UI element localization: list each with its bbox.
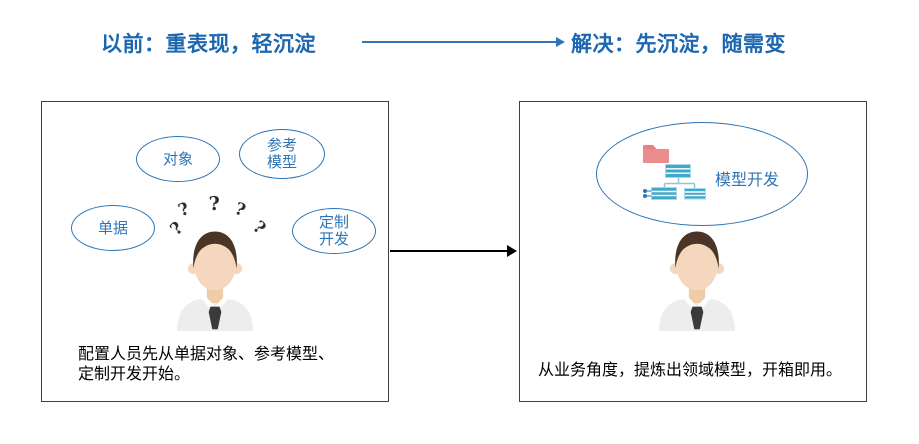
model-dev-label: 模型开发	[715, 170, 780, 189]
folder-icon	[643, 145, 657, 149]
person-avatar	[659, 231, 735, 331]
avatar-tie	[208, 306, 222, 330]
avatar-face	[194, 239, 236, 291]
after-panel: 模型开发 从业务角度，提炼出领域模型，开箱即用。	[519, 101, 867, 402]
avatar-collar	[684, 296, 710, 315]
question-mark-icon: ?	[208, 192, 221, 216]
tree-node-child	[651, 187, 677, 200]
bubble-object: 对象	[136, 136, 220, 182]
after-caption: 从业务角度，提炼出领域模型，开箱即用。	[538, 360, 843, 379]
model-dev-bubble	[596, 122, 808, 226]
person-avatar	[177, 231, 253, 331]
avatar-hair	[193, 231, 237, 269]
bubble-reference-line1: 参考	[266, 136, 297, 154]
transition-arrowhead-icon	[507, 245, 517, 257]
avatar-collar	[202, 296, 228, 315]
bubble-document-label: 单据	[97, 218, 128, 237]
tree-anchor-dots	[643, 189, 652, 198]
avatar-tie	[690, 306, 704, 330]
folder-icon	[643, 149, 669, 163]
question-mark-icon: ?	[175, 198, 193, 222]
bubble-reference-line2: 模型	[266, 153, 297, 171]
before-caption: 配置人员先从单据对象、参考模型、 定制开发开始。	[78, 344, 334, 384]
before-heading: 以前：重表现，轻沉淀	[101, 32, 316, 56]
before-caption-line1: 配置人员先从单据对象、参考模型、	[78, 344, 335, 363]
bubble-custom-line2: 开发	[318, 230, 349, 248]
avatar-face	[676, 239, 718, 291]
model-tree-icon	[643, 145, 706, 200]
bubble-document: 单据	[71, 205, 155, 251]
header-arrowhead-icon	[556, 37, 565, 47]
tree-node-child	[684, 188, 706, 200]
header-arrow	[362, 37, 565, 47]
before-caption-line2: 定制开发开始。	[78, 364, 191, 383]
avatar-hair	[675, 231, 719, 269]
after-heading: 解决：先沉淀，随需变	[571, 32, 786, 56]
bubble-reference-model: 参考 模型	[239, 129, 325, 179]
bubble-custom-line1: 定制	[318, 213, 349, 231]
before-panel: 对象 参考 模型 单据 定制 开发 ? ? ? ? ? 配置人员先从单	[41, 101, 389, 402]
bubble-custom-dev: 定制 开发	[292, 208, 376, 254]
tree-connector	[663, 177, 696, 189]
transition-arrow	[390, 245, 517, 257]
bubble-object-label: 对象	[162, 149, 193, 168]
tree-node-parent	[665, 164, 691, 178]
question-mark-icon: ?	[231, 198, 249, 222]
